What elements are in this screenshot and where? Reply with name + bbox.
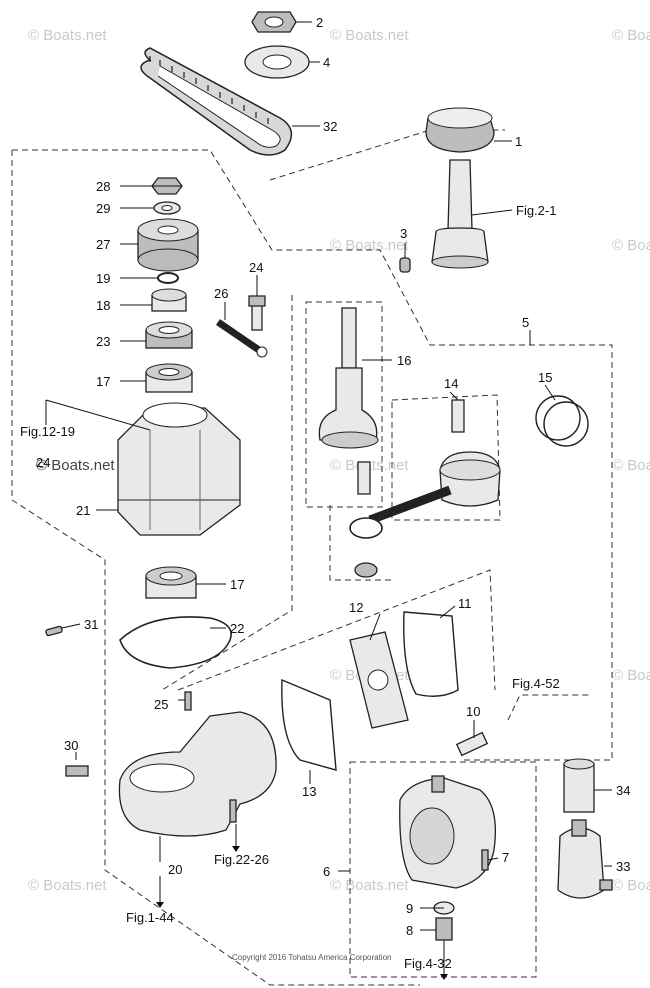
watermark: © Boats.net: [28, 27, 107, 44]
fig-ref-1-44: Fig.1-44: [126, 910, 174, 925]
callout-2: 2: [316, 15, 323, 30]
callout-numbers: 2 4 32 1 3 5 28 29 27 19 18 23 17 24 26 …: [36, 15, 630, 938]
callout-10: 10: [466, 704, 480, 719]
callout-21: 21: [76, 503, 90, 518]
assembly-outlines: [11, 129, 613, 986]
callout-18: 18: [96, 298, 110, 313]
callout-17: 17: [96, 374, 110, 389]
callout-30: 30: [64, 738, 78, 753]
callout-24: 24: [249, 260, 263, 275]
callout-22: 22: [230, 621, 244, 636]
fuel-filter-part: [557, 827, 605, 899]
callout-23: 23: [96, 334, 110, 349]
pump-parts: [65, 611, 459, 837]
crank-pin-part: [357, 461, 371, 495]
callout-13: 13: [302, 784, 316, 799]
piston-pin-part: [451, 399, 465, 433]
pin-part: [45, 625, 63, 637]
callout-12: 12: [349, 600, 363, 615]
callout-24: 24: [36, 455, 50, 470]
key-part: [399, 257, 411, 273]
watermark: © Boats.net: [330, 877, 409, 894]
fig-ref-12-19: Fig.12-19: [20, 424, 75, 439]
sleeve-part: [563, 763, 595, 813]
callout-31: 31: [84, 617, 98, 632]
needle-bearing-part: [354, 562, 378, 578]
crankcase-housing: [45, 402, 241, 669]
callout-32: 32: [323, 119, 337, 134]
watermark: © Boats.net: [330, 27, 409, 44]
crankshaft-part: [341, 307, 357, 369]
callout-28: 28: [96, 179, 110, 194]
callout-29: 29: [96, 201, 110, 216]
watermark: © Boats.net: [36, 457, 115, 474]
callout-33: 33: [616, 859, 630, 874]
callout-15: 15: [538, 370, 552, 385]
fig-ref-2-1: Fig.2-1: [516, 203, 556, 218]
watermark: © Boats.net: [612, 237, 650, 254]
gasket-part: [119, 616, 232, 669]
watermark: © Boats.net: [612, 877, 650, 894]
piston-ring-part: [535, 395, 581, 441]
callout-25: 25: [154, 697, 168, 712]
callout-34: 34: [616, 783, 630, 798]
watermark: © Boats.net: [612, 27, 650, 44]
callout-14: 14: [444, 376, 458, 391]
bolt-part: [65, 765, 89, 777]
callout-7: 7: [502, 850, 509, 865]
callout-20: 20: [168, 862, 182, 877]
callout-6: 6: [323, 864, 330, 879]
fig-ref-22-26: Fig.22-26: [214, 852, 269, 867]
callout-11: 11: [458, 596, 472, 611]
lower-housing-part: [118, 711, 277, 837]
pump-gasket-part: [403, 611, 459, 697]
dowel-pin-part: [184, 691, 192, 711]
fuel-pump-filter: [399, 731, 613, 941]
callout-27: 27: [96, 237, 110, 252]
callout-8: 8: [406, 923, 413, 938]
fitting-part: [435, 917, 453, 941]
connecting-rod-part: [368, 485, 452, 525]
circlip-part: [157, 272, 179, 284]
callout-16: 16: [397, 353, 411, 368]
watermark: © Boats.net: [28, 877, 107, 894]
crankshaft-top-part: [447, 159, 473, 231]
watermark: © Boats.net: [612, 457, 650, 474]
copyright-notice: Copyright 2016 Tohatsu America Corporati…: [232, 953, 392, 962]
figure-references: Fig.2-1 Fig.12-19 Fig.4-52 Fig.22-26 Fig…: [20, 203, 560, 980]
callout-17: 17: [230, 577, 244, 592]
callout-4: 4: [323, 55, 330, 70]
callout-9: 9: [406, 901, 413, 916]
screw-part: [455, 731, 489, 757]
leader-lines: [61, 21, 612, 931]
watermark: © Boats.net: [612, 667, 650, 684]
fig-ref-4-52: Fig.4-52: [512, 676, 560, 691]
callout-26: 26: [214, 286, 228, 301]
watermark: © Boats.net: [330, 237, 409, 254]
crank-gear-stack: [137, 177, 268, 393]
gasket-part: [281, 678, 337, 771]
fig-ref-4-32: Fig.4-32: [404, 956, 452, 971]
callout-1: 1: [515, 134, 522, 149]
crankshaft-piston: [318, 307, 589, 578]
callout-5: 5: [522, 315, 529, 330]
belt-and-top-gear: [140, 11, 495, 273]
callout-3: 3: [400, 226, 407, 241]
callout-19: 19: [96, 271, 110, 286]
